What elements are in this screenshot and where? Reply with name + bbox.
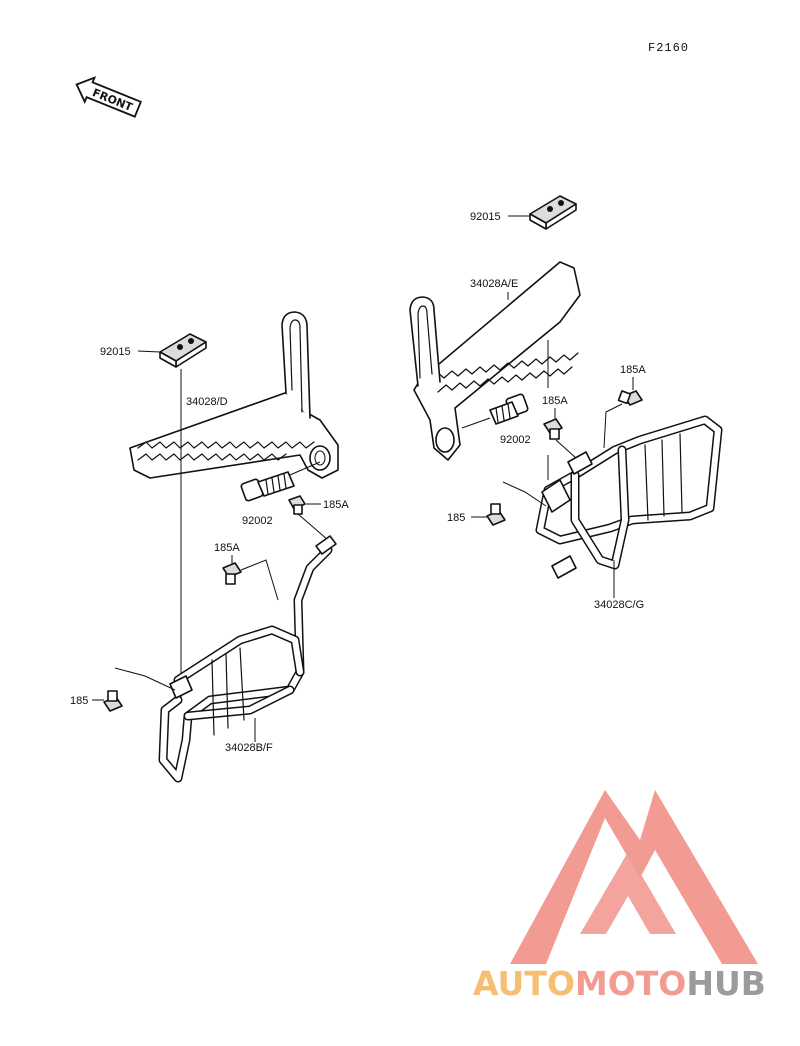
watermark-triangle-icon [510,790,758,964]
right-footrest-label: 34028A/E [470,278,518,290]
front-arrow-icon: FRONT [75,76,142,118]
right-bolt-185a-mid-label: 185A [542,395,568,407]
right-footrest [409,261,581,461]
right-bolt-185a-upper [617,390,643,406]
left-bolt-185a-upper [288,495,306,515]
left-assembly: 92015 34028/D 92002 185A [70,311,349,783]
right-guard [535,415,723,579]
left-footrest-label: 34028/D [186,396,228,408]
svg-text:AUTOMOTOHUB: AUTOMOTOHUB [473,964,766,1003]
right-guard-label: 34028C/G [594,599,644,611]
left-bolt-185a-upper-label: 185A [323,499,349,511]
left-bolt-185-lower [103,690,123,712]
watermark-part2: MOTO [575,964,686,1003]
left-bolt-92002 [240,471,295,502]
right-bolt-185a-mid [543,418,563,440]
right-bolt-185a-upper-label: 185A [620,364,646,376]
left-bolt-185a-mid-label: 185A [214,542,240,554]
left-guard-label: 34028B/F [225,742,273,754]
left-guard [158,535,337,783]
watermark-part3: HUB [686,964,766,1003]
left-bolt-label: 92002 [242,515,273,527]
left-bolt-185-label: 185 [70,695,88,707]
right-bolt-92002 [489,393,529,425]
left-bolt-185a-mid [222,562,242,585]
right-pad-label: 92015 [470,211,501,223]
right-footpeg-pad [529,195,577,230]
right-assembly: 92015 34028A/E 92002 185A [409,195,723,611]
left-footrest [129,311,339,479]
right-bolt-label: 92002 [500,434,531,446]
figure-code: F2160 [648,41,689,55]
watermark-logo: AUTOMOTOHUB [473,790,766,1003]
right-bolt-185-label: 185 [447,512,465,524]
left-footpeg-pad [159,333,207,368]
watermark-part1: AUTO [473,964,575,1003]
left-pad-label: 92015 [100,346,131,358]
right-bolt-185-lower [486,503,506,526]
